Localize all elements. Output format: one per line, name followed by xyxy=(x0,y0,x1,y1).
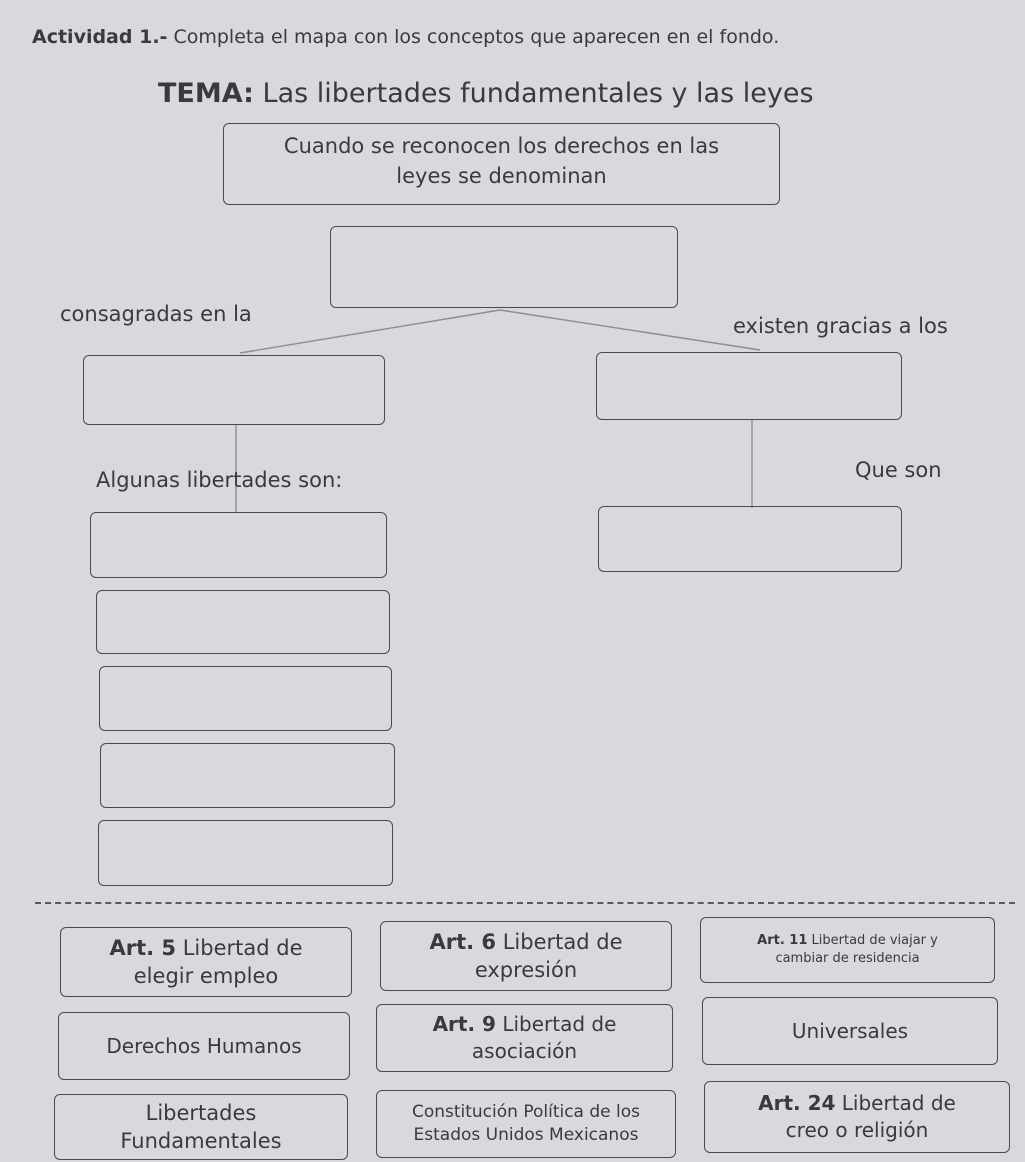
top-prompt-box: Cuando se reconocen los derechos en las … xyxy=(223,123,780,205)
concept-card-art5[interactable]: Art. 5 Libertad de elegir empleo xyxy=(60,927,352,997)
cut-line xyxy=(35,902,1015,904)
concept-card-art6[interactable]: Art. 6 Libertad de expresión xyxy=(380,921,672,991)
concept-bold: Art. 24 xyxy=(758,1091,836,1115)
answer-box-center[interactable] xyxy=(330,226,678,308)
concept-text: Libertad de xyxy=(496,929,623,954)
concept-text: Derechos Humanos xyxy=(106,1033,302,1058)
connector-lines xyxy=(235,309,761,513)
right-connector-label: existen gracias a los xyxy=(733,314,948,338)
top-prompt-line2: leyes se denominan xyxy=(396,164,607,188)
answer-box-libertad-3[interactable] xyxy=(99,666,392,731)
tema-text: Las libertades fundamentales y las leyes xyxy=(262,78,814,109)
answer-box-libertad-1[interactable] xyxy=(90,512,387,578)
answer-box-libertad-4[interactable] xyxy=(100,743,395,808)
left-branch-label: Algunas libertades son: xyxy=(96,468,343,492)
concept-bold: Art. 6 xyxy=(429,929,497,954)
concept-card-universales[interactable]: Universales xyxy=(702,997,998,1065)
activity-label: Actividad 1.- xyxy=(32,26,168,48)
concept-card-libertades-fundamentales[interactable]: Libertades Fundamentales xyxy=(54,1094,348,1160)
concept-card-art9[interactable]: Art. 9 Libertad de asociación xyxy=(376,1004,673,1072)
page-title: TEMA: Las libertades fundamentales y las… xyxy=(158,78,814,109)
right-branch-label: Que son xyxy=(855,458,942,482)
concept-card-derechos-humanos[interactable]: Derechos Humanos xyxy=(58,1012,350,1080)
concept-card-art11[interactable]: Art. 11 Libertad de viajar y cambiar de … xyxy=(700,917,995,983)
left-connector-label: consagradas en la xyxy=(60,302,252,326)
concept-card-art24[interactable]: Art. 24 Libertad de creo o religión xyxy=(704,1081,1010,1153)
concept-card-constitucion[interactable]: Constitución Política de los Estados Uni… xyxy=(376,1090,676,1158)
concept-text: Libertad de xyxy=(176,935,303,960)
concept-line2: elegir empleo xyxy=(133,964,279,988)
activity-instruction: Actividad 1.- Completa el mapa con los c… xyxy=(32,26,779,48)
concept-bold: Art. 11 xyxy=(757,933,808,949)
concept-bold: Art. 5 xyxy=(109,935,177,960)
instruction-text: Completa el mapa con los conceptos que a… xyxy=(173,26,780,48)
concept-line2: expresión xyxy=(474,958,578,982)
answer-box-right[interactable] xyxy=(596,352,902,420)
concept-line2: Estados Unidos Mexicanos xyxy=(413,1125,639,1145)
concept-text: Constitución Política de los xyxy=(411,1102,641,1123)
concept-line2: cambiar de residencia xyxy=(775,951,920,966)
top-prompt-line1: Cuando se reconocen los derechos en las xyxy=(283,134,720,158)
concept-text: Libertad de xyxy=(835,1091,956,1115)
answer-box-right-2[interactable] xyxy=(598,506,902,572)
concept-bold: Art. 9 xyxy=(432,1012,496,1036)
concept-text: Libertad de xyxy=(495,1012,617,1036)
concept-line2: creo o religión xyxy=(785,1118,929,1142)
answer-box-libertad-5[interactable] xyxy=(98,820,393,886)
tema-label: TEMA: xyxy=(158,78,254,109)
answer-box-left[interactable] xyxy=(83,355,385,425)
concept-text: Libertad de viajar y xyxy=(807,933,938,949)
concept-text: Universales xyxy=(791,1018,909,1043)
concept-line2: asociación xyxy=(471,1039,578,1063)
concept-text: Libertades xyxy=(145,1100,257,1125)
concept-line2: Fundamentales xyxy=(120,1129,282,1153)
answer-box-libertad-2[interactable] xyxy=(96,590,390,654)
